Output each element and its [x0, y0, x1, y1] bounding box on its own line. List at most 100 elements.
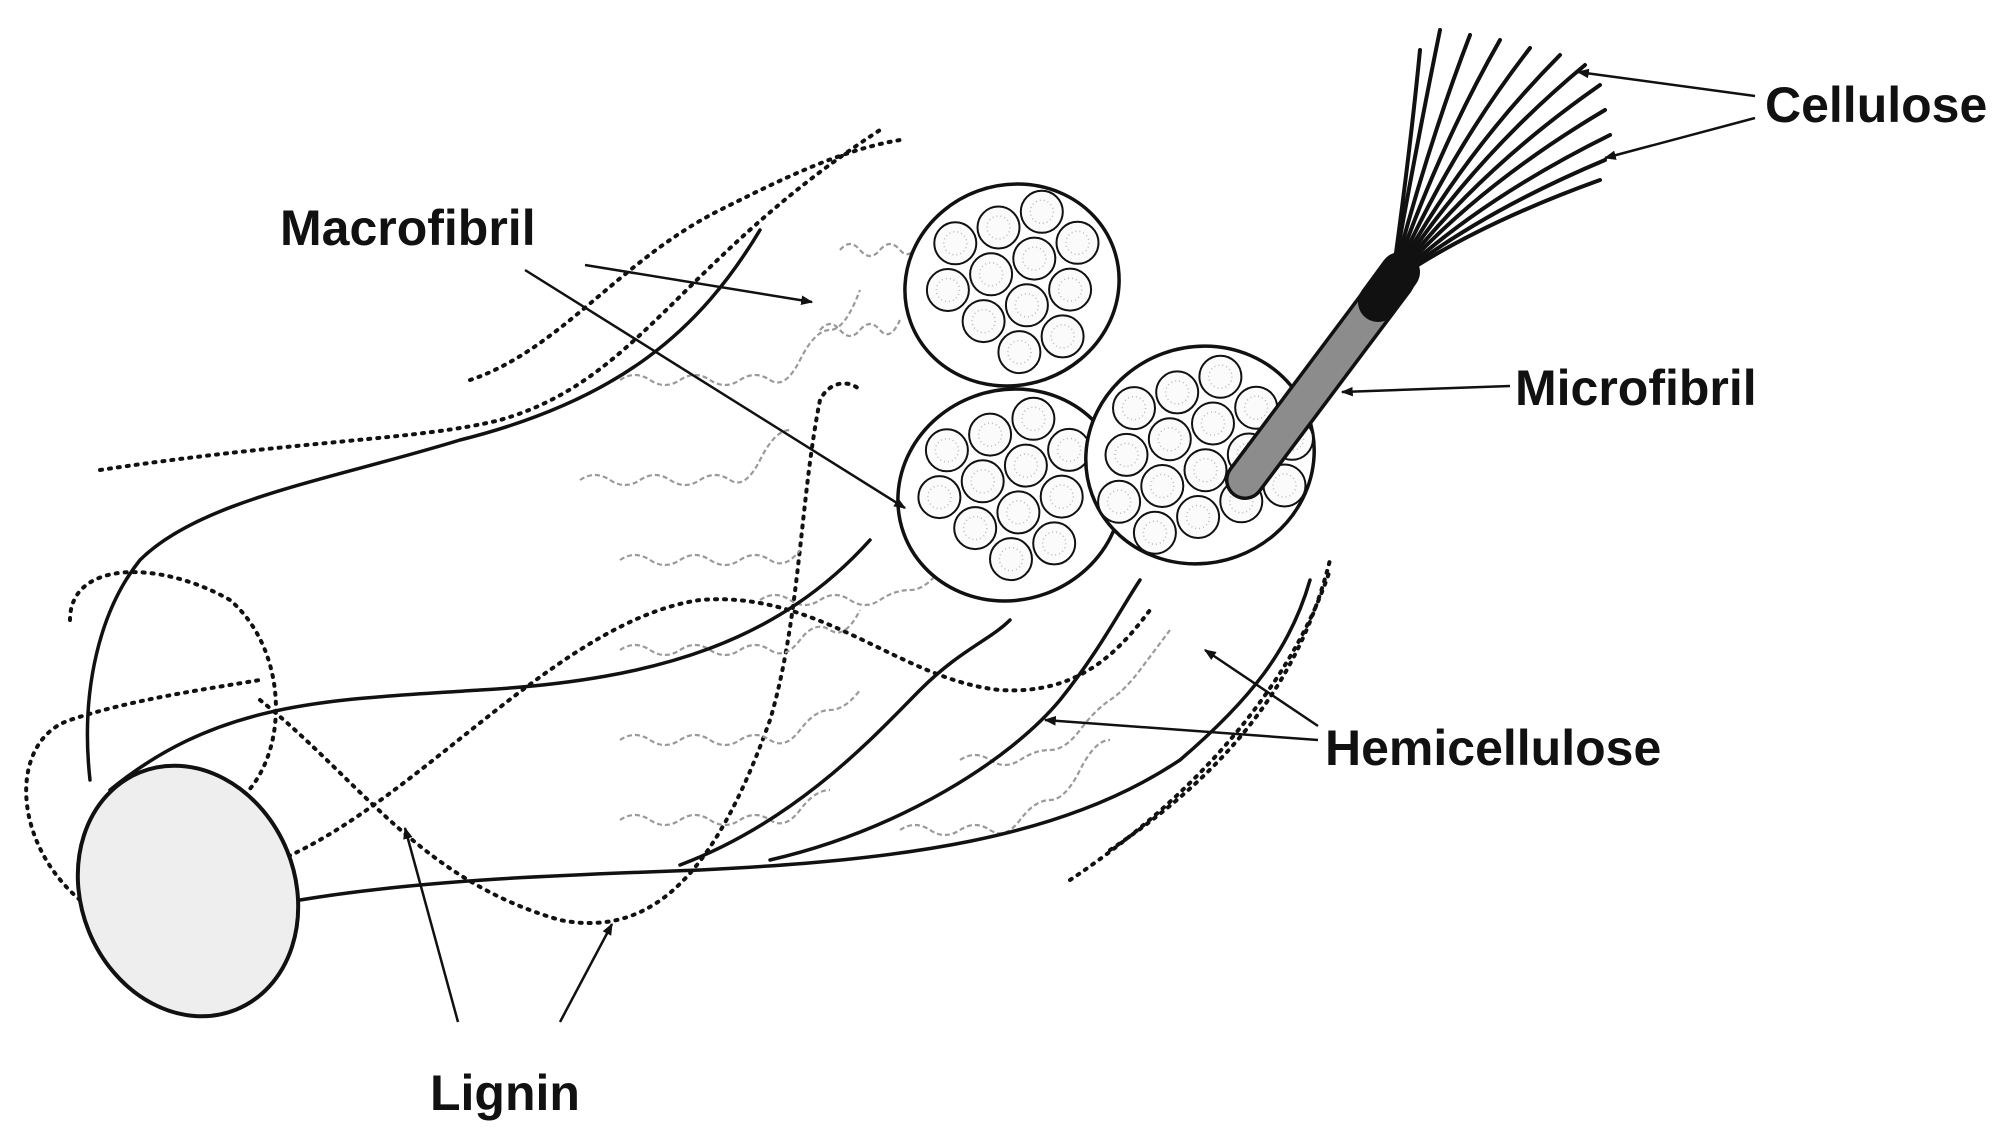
microfibril-circle: [1003, 443, 1048, 488]
microfibril-dots: [1200, 411, 1226, 436]
microfibril-dots: [971, 308, 996, 334]
lignin-strand-far-right: [1108, 558, 1332, 852]
microfibril-dots: [1243, 395, 1269, 421]
microfibril-dots: [1065, 230, 1090, 256]
arrow-lignin-2: [558, 922, 614, 1023]
microfibril-circle: [968, 412, 1013, 457]
microfibril-dots: [1272, 473, 1297, 498]
fibril-bundle-top: [903, 182, 1121, 388]
arrow-cellulose-2: [1603, 116, 1756, 160]
microfibril-circle: [1055, 220, 1100, 265]
microfibril-dots: [1164, 380, 1190, 405]
microfibril-circle: [1048, 267, 1093, 312]
microfibril-circle: [1004, 283, 1049, 328]
label-microfibril: Microfibril: [1515, 360, 1757, 416]
microfibril-dots: [977, 422, 1003, 447]
cellulose-strand: [1390, 33, 1472, 284]
microfibril-dots: [934, 438, 960, 463]
microfibril-circle: [996, 490, 1041, 535]
hemicellulose-strand-3: [619, 549, 801, 567]
microfibril-dots: [1185, 504, 1211, 530]
microfibril-circle: [1039, 474, 1084, 519]
microfibril-dots: [1229, 489, 1254, 514]
microfibril-dots: [1193, 457, 1218, 483]
arrow-microfibril: [1340, 384, 1511, 397]
microfibril-dots: [1029, 199, 1055, 225]
cellulose-strand: [1390, 46, 1532, 284]
microfibril-circle: [960, 459, 1005, 504]
bundle-top-outline: [903, 182, 1121, 388]
bundle-middle-edge-1: [678, 618, 1012, 867]
bundle-middle-edge-2: [768, 578, 1142, 862]
fibril-bundle-left: [896, 387, 1124, 603]
bundle-left-microfibrils: [917, 396, 1092, 582]
microfibril-circle: [1198, 354, 1243, 399]
microfibril-circle: [1132, 510, 1177, 555]
cellulose-strand: [1390, 53, 1562, 284]
hemicellulose-strand-8: [959, 629, 1171, 767]
lignin-strand-right: [1068, 568, 1332, 882]
hemicellulose-strand-6: [619, 788, 831, 827]
microfibril-dots: [962, 515, 988, 541]
microfibril-circle: [1176, 495, 1221, 539]
microfibril-circle: [1040, 314, 1085, 359]
lignin-strand-ring: [68, 570, 278, 822]
microfibril-circle: [1140, 464, 1185, 508]
microfibril-dots: [1142, 520, 1168, 546]
cellulose-strand: [1390, 38, 1502, 284]
arrow-macrofibril-1: [584, 263, 814, 306]
label-lignin: Lignin: [430, 1065, 580, 1121]
microfibril-dots: [970, 469, 996, 494]
hemicellulose-strand-4: [619, 609, 861, 657]
microfibril-circle: [1155, 370, 1200, 415]
microfibril-circle: [924, 428, 969, 473]
arrow-lignin-1: [403, 826, 460, 1023]
label-cellulose: Cellulose: [1765, 77, 1987, 133]
microfibril-circle: [917, 475, 962, 520]
hemicellulose-strand-10: [839, 224, 941, 258]
microfibril-dots: [1150, 473, 1175, 499]
microfibril-dots: [1050, 324, 1075, 349]
microfibril-circle: [961, 299, 1006, 344]
microfibril-dots: [1013, 453, 1039, 478]
lignin-strand-top: [98, 128, 882, 472]
hemicellulose-strand-9: [759, 569, 941, 607]
microfibril-circle: [1183, 448, 1228, 493]
microfibril-dots: [1057, 277, 1083, 302]
macrofibril-cross-section: [75, 763, 301, 1019]
hemicellulose-strand-7: [899, 738, 1111, 837]
arrow-hemicellulose-2: [1043, 716, 1319, 742]
microfibril-dots: [998, 546, 1024, 572]
microfibril-circle: [969, 252, 1014, 297]
microfibril-dots: [1049, 484, 1074, 509]
microfibril-circle: [976, 205, 1021, 250]
microfibril-circle: [1147, 417, 1192, 462]
microfibril-dots: [978, 262, 1004, 287]
microfibril-dots: [935, 277, 961, 303]
microfibril-dots: [1021, 406, 1046, 432]
macrofibril-inner-edge: [108, 538, 872, 792]
microfibril-circle: [989, 537, 1033, 582]
microfibril-circle: [1104, 432, 1149, 477]
hemicellulose-strand-11: [819, 319, 902, 338]
microfibril-circle: [1112, 386, 1156, 431]
lignin-strands: [24, 128, 1332, 926]
lignin-strand-left-loop: [24, 678, 262, 902]
cellulose-strand: [1390, 158, 1607, 284]
leader-arrows: [403, 68, 1756, 1023]
microfibril-dots: [986, 215, 1011, 240]
microfibril-dots: [1121, 395, 1147, 421]
cellulose-strand: [1390, 63, 1587, 284]
macrofibril-top-edge: [85, 228, 762, 782]
microfibril-dots: [943, 231, 968, 256]
microfibril-dots: [927, 484, 952, 510]
cellulose-strands: [1390, 28, 1612, 284]
arrow-cellulose-1: [1576, 68, 1756, 98]
cellulose-strand: [1390, 178, 1602, 284]
microfibril-circle: [1012, 236, 1057, 281]
microfibril-dots: [1014, 293, 1040, 318]
microfibril-circle: [925, 268, 970, 312]
macrofibril-bottom-edge: [298, 578, 1312, 902]
